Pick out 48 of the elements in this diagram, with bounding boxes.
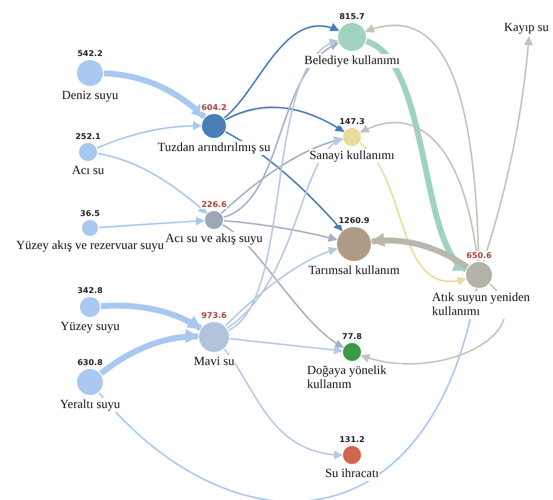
flow-arrow <box>359 142 466 285</box>
value-label: 77.8 <box>341 332 363 341</box>
node-label: Belediye kullanımı <box>304 54 400 68</box>
node-label: Sanayi kullanımı <box>309 149 395 163</box>
flow-arrow <box>104 70 207 120</box>
node-label: Yeraltı suyu <box>60 398 120 412</box>
value-label: 36.5 <box>79 209 101 218</box>
flow-arrow <box>364 38 468 272</box>
flow-arrow <box>482 36 533 262</box>
flow-arrow <box>96 121 202 149</box>
flow-arrow <box>222 224 344 348</box>
flow-arrow <box>230 338 343 354</box>
flow-arrow <box>98 216 205 228</box>
flow-arrow <box>100 302 202 331</box>
value-label: 542.2 <box>76 49 104 58</box>
flow-arrow <box>224 348 343 459</box>
value-label: 131.2 <box>338 435 366 444</box>
flow-arrow <box>225 106 344 132</box>
flow-arrow <box>224 247 338 326</box>
flow-arrow <box>365 24 480 262</box>
value-label: 973.6 <box>200 311 228 320</box>
node-label: Acı su ve akış suyu <box>165 232 263 246</box>
node-label: Yüzey akış ve rezervuar suyu <box>16 239 164 253</box>
flow-arrow <box>223 42 339 218</box>
value-label: 630.8 <box>76 358 104 367</box>
flow-arrow <box>370 233 470 270</box>
flow-arrow <box>360 122 478 262</box>
flow-arrow <box>228 40 338 331</box>
node-label: Yüzey suyu <box>60 320 120 334</box>
flow-arrow <box>99 330 200 376</box>
value-label: 252.1 <box>74 132 102 141</box>
value-label: 650.6 <box>465 251 493 260</box>
value-label: 604.2 <box>200 103 228 112</box>
node-label: Doğaya yönelik kullanım <box>307 364 402 392</box>
flow-arrow <box>224 24 340 119</box>
node-label: Tuzdan arındırılmış su <box>158 141 270 155</box>
flow-arrow <box>224 220 338 242</box>
flow-arrow <box>220 136 344 214</box>
flow-arrow <box>98 152 208 214</box>
flow-arrow <box>226 138 344 329</box>
value-label: 147.3 <box>338 117 366 126</box>
value-label: 1260.9 <box>338 216 370 225</box>
value-label: 226.6 <box>200 200 228 209</box>
node-label: Su ihracatı <box>325 467 379 481</box>
value-label: 815.7 <box>338 12 366 21</box>
node-label: Kayıp su <box>504 20 549 35</box>
value-label: 342.8 <box>76 286 104 295</box>
node-label: Deniz suyu <box>62 89 118 103</box>
